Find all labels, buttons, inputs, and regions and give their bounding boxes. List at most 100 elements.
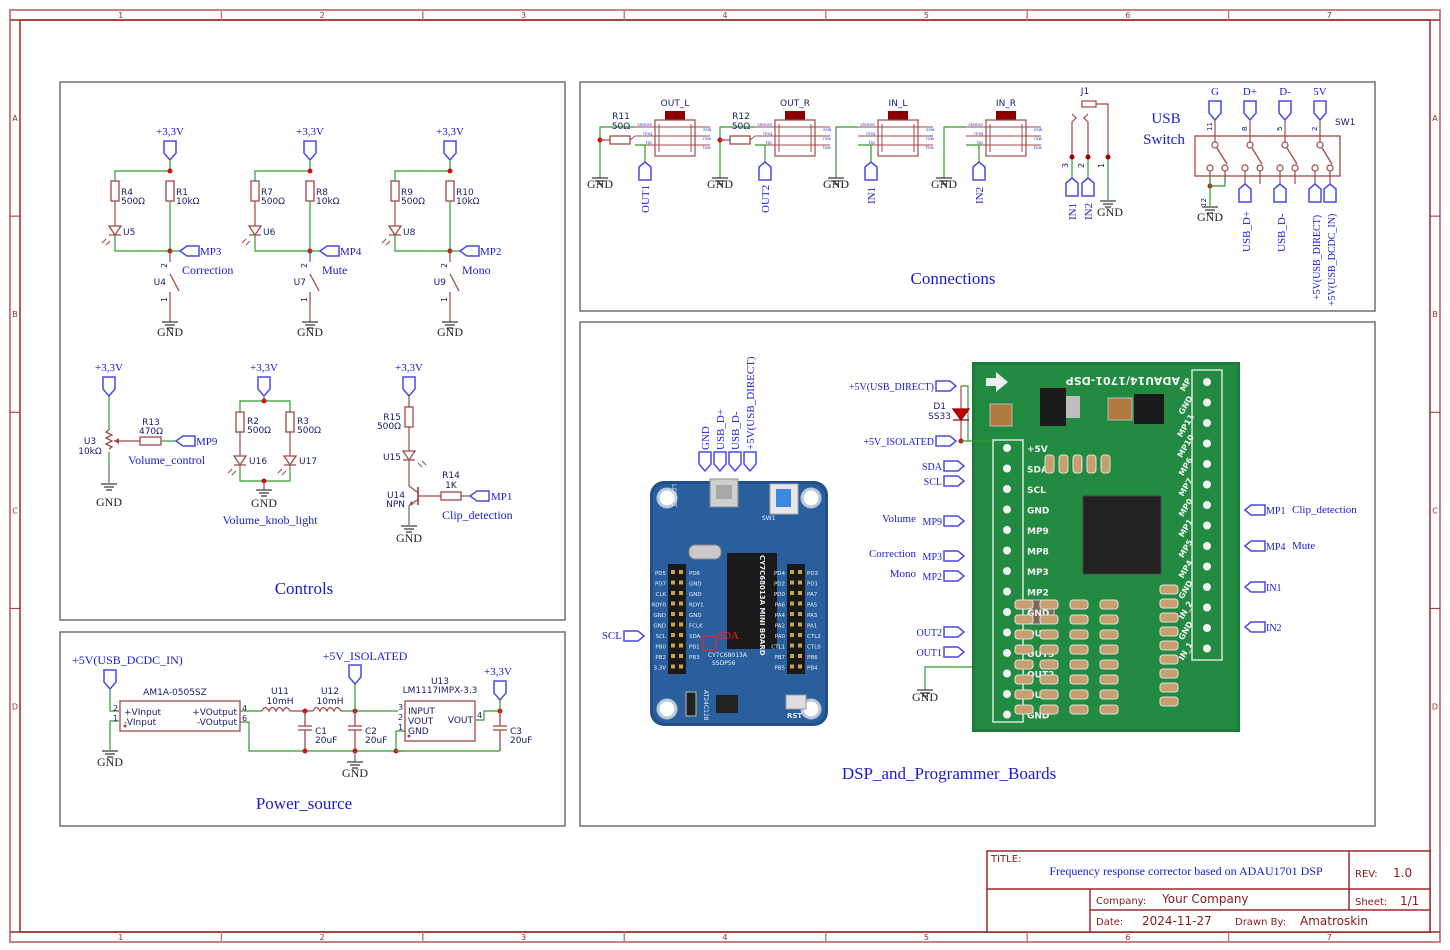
pin-number: 5: [1276, 127, 1284, 131]
jack-pin-label: tip: [766, 140, 772, 146]
net-label: 5V: [1313, 86, 1327, 98]
circuit-name: Mono: [462, 263, 491, 277]
blue-switch-icon: [776, 489, 791, 507]
jack-pin-label: tsw: [1034, 145, 1042, 151]
column-label: 1: [118, 933, 123, 942]
dcdc-part: AM1A-0505SZ: [143, 688, 207, 698]
j1-connector: J1 3 2 1 IN1 IN2 GND: [1061, 87, 1123, 220]
resistor-ref: R1: [176, 188, 188, 198]
power-port-icon: [163, 140, 177, 162]
header-pin-label: PD7: [655, 582, 667, 588]
resistor-icon: [235, 411, 245, 433]
header-pin-label: RDY1: [689, 603, 704, 609]
diode-ref: D1: [933, 402, 946, 412]
resistor-value: 50Ω: [732, 122, 750, 132]
gnd-label: GND: [157, 325, 183, 339]
header-pin-label: PA7: [807, 592, 818, 598]
resistor-icon: [609, 135, 631, 145]
usb-switch-title: USB: [1151, 111, 1180, 127]
switch-pole-icon: [1216, 147, 1228, 165]
resistor-ref: R2: [247, 417, 259, 427]
header-pin-label: PD1: [807, 582, 818, 588]
resistor-value: 10kΩ: [176, 197, 200, 207]
header-pin-label: RDY0: [651, 603, 666, 609]
pin-number: 1: [160, 297, 169, 302]
net-label: D+: [1243, 86, 1257, 98]
header-pin-label: CTL1: [771, 645, 785, 651]
ground-icon: [917, 689, 933, 697]
net-label: USB_D-: [1276, 213, 1288, 252]
inductor-value: 10mH: [317, 697, 344, 707]
pin-number: 2: [160, 263, 169, 268]
arrow-silk-icon: [986, 372, 1008, 392]
jack-icon: [888, 111, 908, 120]
net-label: +5V(USB_DCDC_IN): [1327, 214, 1338, 306]
net-port-icon: [468, 490, 490, 502]
header-pin-label: PA5: [807, 603, 818, 609]
header-pin-label: PD6: [689, 571, 701, 577]
power-port-icon: [348, 664, 362, 686]
capacitor-icon: [493, 711, 507, 751]
connections-title: Connections: [911, 269, 996, 288]
gnd-label: GND: [587, 177, 613, 191]
header-pin-label: PA6: [775, 603, 786, 609]
dsp-pin-label: GND: [1027, 609, 1049, 619]
header-pin-label: FCLK: [689, 624, 703, 630]
chip-icon: [727, 553, 777, 649]
jack-pin-label: tip: [977, 140, 983, 146]
header-pin-label: CTL2: [807, 634, 821, 640]
title-label: TITLE:: [990, 854, 1021, 865]
eeprom-silk: AT24C128: [702, 690, 709, 721]
jack-name: OUT_L: [661, 99, 690, 109]
capacitor-icon: [348, 711, 362, 751]
net-port-icon: [935, 435, 958, 447]
header-pin-label: CLK: [655, 592, 666, 598]
dsp-board: ADAU14/1701-DSP +5VSDASCLGNDMP9MP8MP3MP2…: [972, 362, 1240, 732]
supply-label: +3,3V: [436, 126, 464, 138]
pin-label: +VInput: [124, 708, 161, 718]
header-pin-label: PA2: [775, 624, 785, 630]
net-port-icon: [1308, 183, 1322, 203]
boards-title: DSP_and_Programmer_Boards: [842, 764, 1056, 783]
net-label: +5V(USB_DIRECT): [849, 382, 934, 393]
header-pin-label: 3.3V: [653, 666, 666, 672]
pin-label: +VOutput: [192, 708, 237, 718]
supply-label: +3,3V: [95, 362, 123, 374]
switch-ref: U7: [294, 278, 306, 288]
net-label: MP9: [923, 517, 942, 528]
pin-number: 4: [477, 711, 482, 720]
resistor-value: 10kΩ: [456, 197, 480, 207]
dsp-pin-label: +5V: [1027, 445, 1048, 455]
transistor-ref: U14: [387, 491, 405, 501]
ground-icon: [256, 489, 272, 497]
package-silk: SSDP56: [712, 660, 736, 667]
net-port-icon: [1243, 581, 1266, 593]
dsp-pin-label: MP2: [1027, 589, 1049, 599]
jack-icon: [785, 111, 805, 120]
resistor-value: 500Ω: [401, 197, 425, 207]
net-port-icon: [943, 570, 966, 582]
resistor-value: 10kΩ: [316, 197, 340, 207]
header-pin-label: PB5: [774, 666, 785, 672]
gnd-label: GND: [707, 177, 733, 191]
led-ref: U5: [123, 228, 135, 238]
jack-pin-label: tsw: [823, 145, 831, 151]
column-label: 5: [924, 933, 929, 942]
pin-number: 1: [1097, 163, 1106, 168]
supply-label: +3,3V: [395, 362, 423, 374]
dsp-pin-label: MP9: [1027, 527, 1049, 537]
gnd-label: GND: [251, 496, 277, 510]
row-label: A: [12, 114, 18, 123]
jack-pin-label: rsw: [823, 136, 831, 142]
net-port-icon: [943, 550, 966, 562]
dsp-pin-label: SDA: [1027, 466, 1048, 476]
knob-light-circuit: +3,3V GND R2 500Ω R3 500Ω U16 U17 Volume…: [222, 362, 321, 527]
resistor-ref: R12: [732, 112, 750, 122]
column-label: 4: [722, 11, 727, 20]
header-pin-label: PD5: [655, 571, 667, 577]
switch-ref: SW1: [1335, 118, 1355, 128]
net-port-icon: [728, 451, 742, 473]
net-port-icon: [943, 626, 966, 638]
